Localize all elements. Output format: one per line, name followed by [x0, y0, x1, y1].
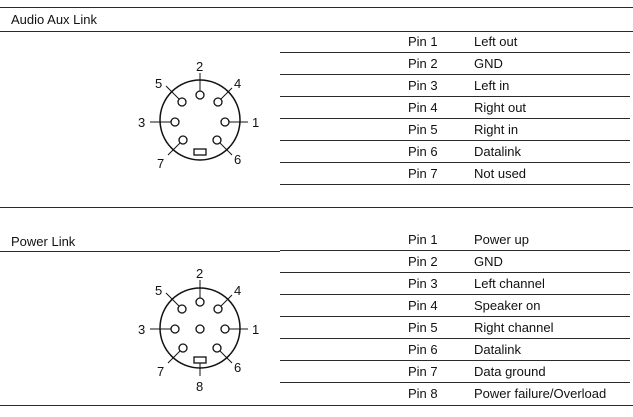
row-divider	[280, 140, 630, 141]
pin-number-label: Pin 5	[408, 320, 438, 335]
power-link-connector-diagram: 2 5 4 3 1 7 6 8	[130, 262, 280, 402]
section-divider	[0, 31, 633, 32]
connector-pin-number: 8	[196, 379, 203, 394]
pin-function-label: Datalink	[474, 144, 521, 159]
pin-function-label: Power failure/Overload	[474, 386, 607, 401]
table-row: Pin 7 Data ground	[280, 361, 630, 383]
connector-pin-number: 1	[252, 115, 259, 130]
section-divider	[0, 207, 633, 208]
section-title-audio-aux-link: Audio Aux Link	[11, 12, 98, 27]
pin-function-label: Right out	[474, 100, 527, 115]
row-divider	[280, 294, 630, 295]
pin-function-label: GND	[474, 254, 503, 269]
pin-function-label: Left channel	[474, 276, 545, 291]
table-row: Pin 5 Right channel	[280, 317, 630, 339]
audio-aux-link-connector-diagram: 2 5 4 3 1 7 6	[130, 55, 280, 175]
table-row: Pin 4 Speaker on	[280, 295, 630, 317]
connector-pin-number: 4	[234, 76, 241, 91]
table-row: Pin 3 Left in	[280, 75, 630, 97]
connector-pin-number: 3	[138, 322, 145, 337]
table-row: Pin 6 Datalink	[280, 339, 630, 361]
pin-number-label: Pin 4	[408, 100, 438, 115]
table-row: Pin 1 Power up	[280, 229, 630, 251]
pin-function-label: Power up	[474, 232, 529, 247]
connector-pin-number: 6	[234, 152, 241, 167]
connector-pin-number: 6	[234, 360, 241, 375]
pin-number-label: Pin 2	[408, 56, 438, 71]
row-divider	[280, 338, 630, 339]
table-row: Pin 7 Not used	[280, 163, 630, 185]
connector-pin-number: 3	[138, 115, 145, 130]
row-divider	[280, 360, 630, 361]
table-row: Pin 3 Left channel	[280, 273, 630, 295]
din-8-pin-icon: 2 5 4 3 1 7 6 8	[138, 266, 259, 394]
pin-function-label: Data ground	[474, 364, 546, 379]
row-divider	[280, 250, 630, 251]
connector-pin-number: 5	[155, 283, 162, 298]
table-row: Pin 6 Datalink	[280, 141, 630, 163]
connector-pin-number: 7	[157, 364, 164, 379]
pin-function-label: Speaker on	[474, 298, 541, 313]
pin-number-label: Pin 4	[408, 298, 438, 313]
connector-pin-number: 5	[155, 76, 162, 91]
pin-number-label: Pin 3	[408, 276, 438, 291]
row-divider	[280, 74, 630, 75]
table-row: Pin 2 GND	[280, 53, 630, 75]
table-row: Pin 5 Right in	[280, 119, 630, 141]
row-divider	[280, 184, 630, 185]
row-divider	[280, 52, 630, 53]
connector-pin-number: 1	[252, 322, 259, 337]
connector-pin-number: 7	[157, 156, 164, 171]
pin-number-label: Pin 7	[408, 166, 438, 181]
section-divider	[0, 251, 280, 252]
din-7-pin-icon: 2 5 4 3 1 7 6	[138, 59, 259, 171]
row-divider	[280, 272, 630, 273]
connector-pin-number: 2	[196, 266, 203, 281]
table-row: Pin 1 Left out	[280, 31, 630, 53]
table-row: Pin 8 Power failure/Overload	[280, 383, 630, 405]
pin-number-label: Pin 1	[408, 34, 438, 49]
pin-function-label: Left in	[474, 78, 510, 93]
row-divider	[280, 382, 630, 383]
top-rule	[0, 7, 633, 8]
pin-function-label: Datalink	[474, 342, 521, 357]
pin-number-label: Pin 6	[408, 342, 438, 357]
pin-function-label: Left out	[474, 34, 518, 49]
row-divider	[280, 316, 630, 317]
table-row: Pin 4 Right out	[280, 97, 630, 119]
row-divider	[280, 118, 630, 119]
pin-number-label: Pin 8	[408, 386, 438, 401]
row-divider	[280, 96, 630, 97]
connector-pin-number: 2	[196, 59, 203, 74]
pin-number-label: Pin 7	[408, 364, 438, 379]
pin-number-label: Pin 6	[408, 144, 438, 159]
pin-function-label: Right in	[474, 122, 519, 137]
pin-function-label: GND	[474, 56, 503, 71]
pin-function-label: Not used	[474, 166, 527, 181]
pin-number-label: Pin 2	[408, 254, 438, 269]
connector-pin-number: 4	[234, 283, 241, 298]
pin-number-label: Pin 3	[408, 78, 438, 93]
section-title-power-link: Power Link	[11, 234, 76, 249]
pin-number-label: Pin 1	[408, 232, 438, 247]
pin-number-label: Pin 5	[408, 122, 438, 137]
row-divider	[280, 162, 630, 163]
bottom-rule	[0, 405, 633, 406]
pin-function-label: Right channel	[474, 320, 554, 335]
table-row: Pin 2 GND	[280, 251, 630, 273]
